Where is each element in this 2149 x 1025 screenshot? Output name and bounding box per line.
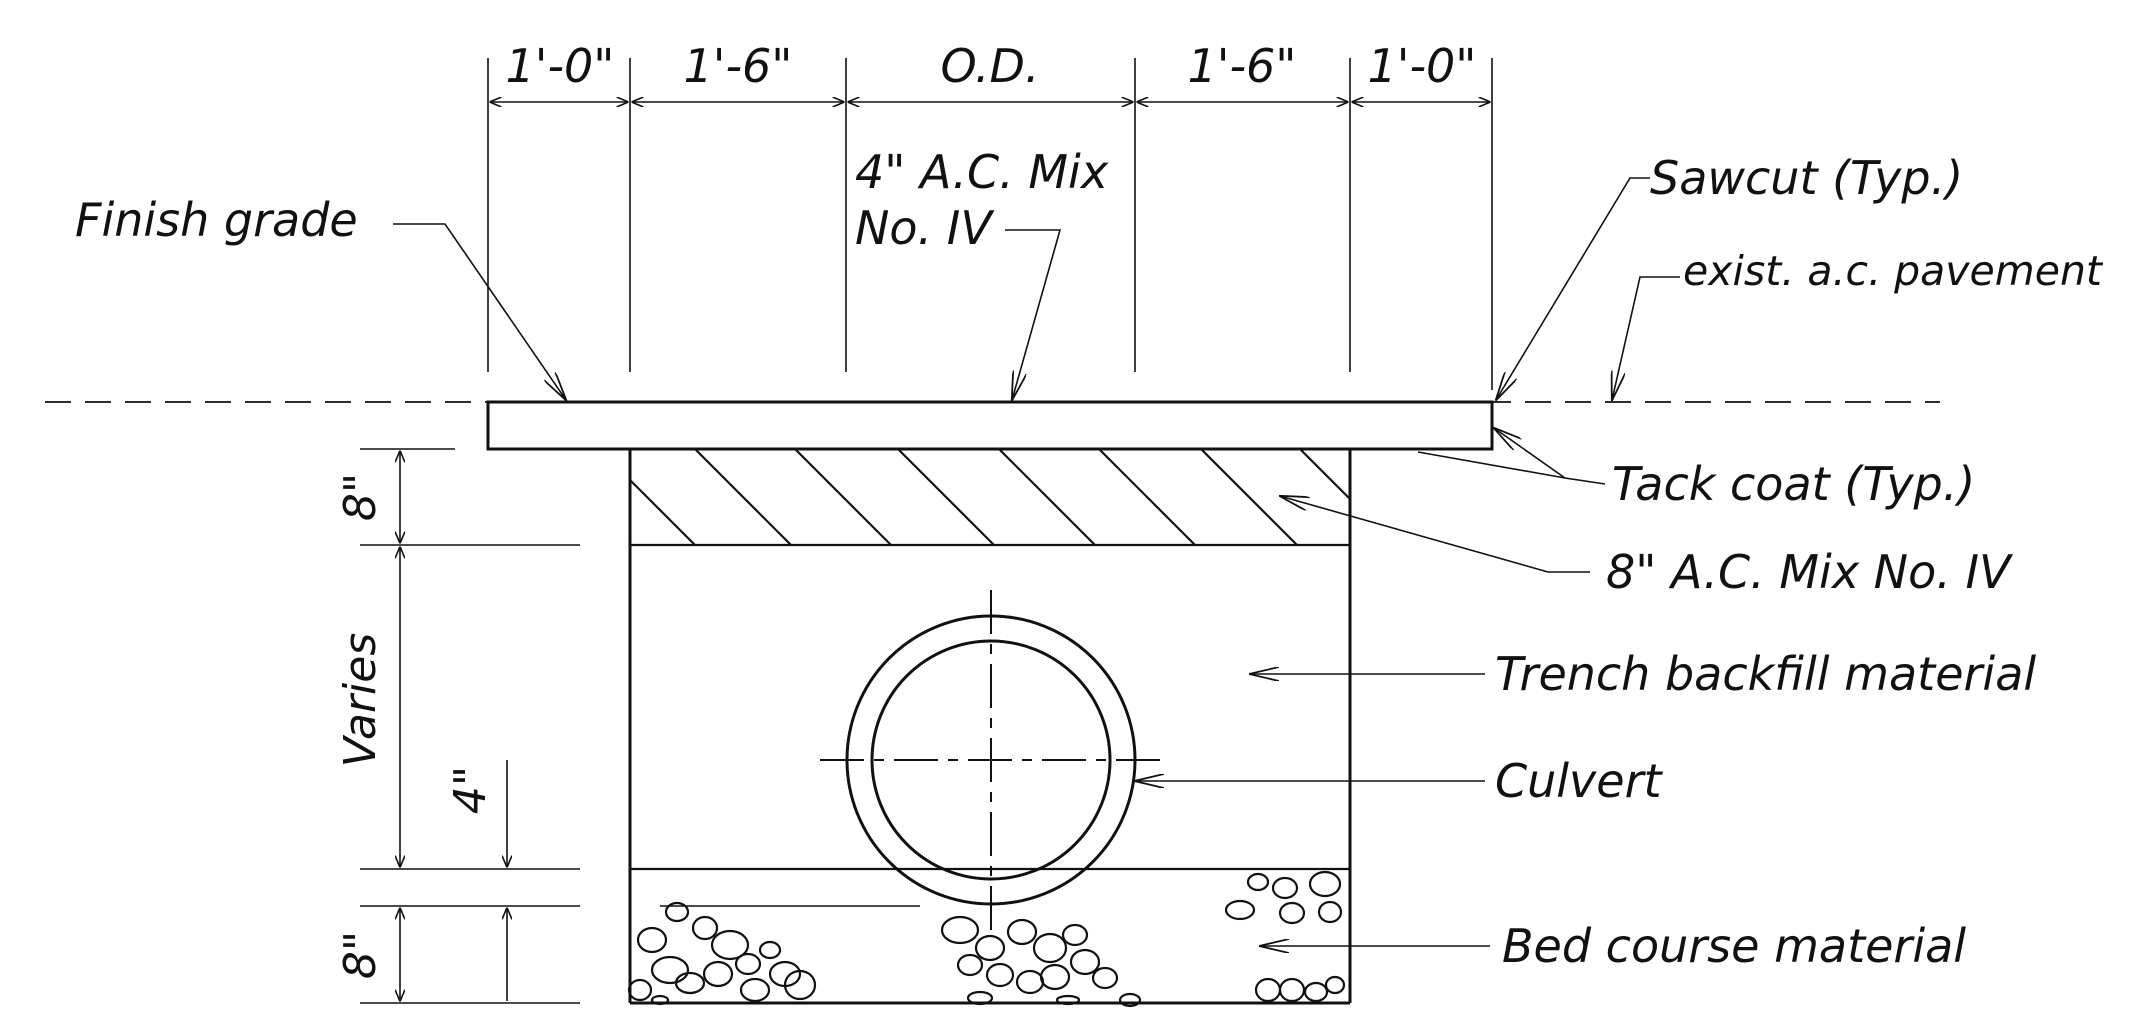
label-tack-coat: Tack coat (Typ.) [1612, 457, 1975, 511]
left-extension-lines [360, 448, 580, 1004]
leader-lines [393, 177, 1680, 946]
label-ac-mix-top-line2: No. IV [855, 201, 995, 255]
dim-left-clearance: 4" [445, 766, 496, 814]
label-ac-mix-top-line1: 4" A.C. Mix [855, 145, 1109, 199]
label-ac-mix-lower: 8" A.C. Mix No. IV [1606, 545, 2014, 599]
dim-top-2: 1'-6" [684, 39, 793, 93]
dim-left-bed: 8" [335, 931, 386, 979]
label-trench-backfill: Trench backfill material [1495, 647, 2036, 701]
label-sawcut: Sawcut (Typ.) [1650, 151, 1963, 205]
dim-top-1: 1'-0" [506, 39, 615, 93]
dim-top-4: 1'-6" [1188, 39, 1297, 93]
ac-layer-hatch [629, 448, 1351, 546]
bed-course-stones [627, 870, 1346, 1008]
trench [628, 449, 1352, 1005]
dim-left-varies: Varies [335, 633, 386, 768]
top-extension-lines [487, 58, 1493, 390]
label-bed-course: Bed course material [1502, 919, 1966, 973]
label-finish-grade: Finish grade [75, 193, 358, 247]
culvert-pipe [820, 590, 1162, 930]
left-dimension-lines [400, 451, 507, 1001]
dim-left-pavement: 8" [335, 473, 386, 521]
label-culvert: Culvert [1495, 754, 1663, 808]
ac-surface-slab [486, 400, 1494, 451]
label-exist-pavement: exist. a.c. pavement [1683, 247, 2104, 295]
dim-top-5: 1'-0" [1368, 39, 1477, 93]
dim-top-od: O.D. [940, 39, 1039, 93]
